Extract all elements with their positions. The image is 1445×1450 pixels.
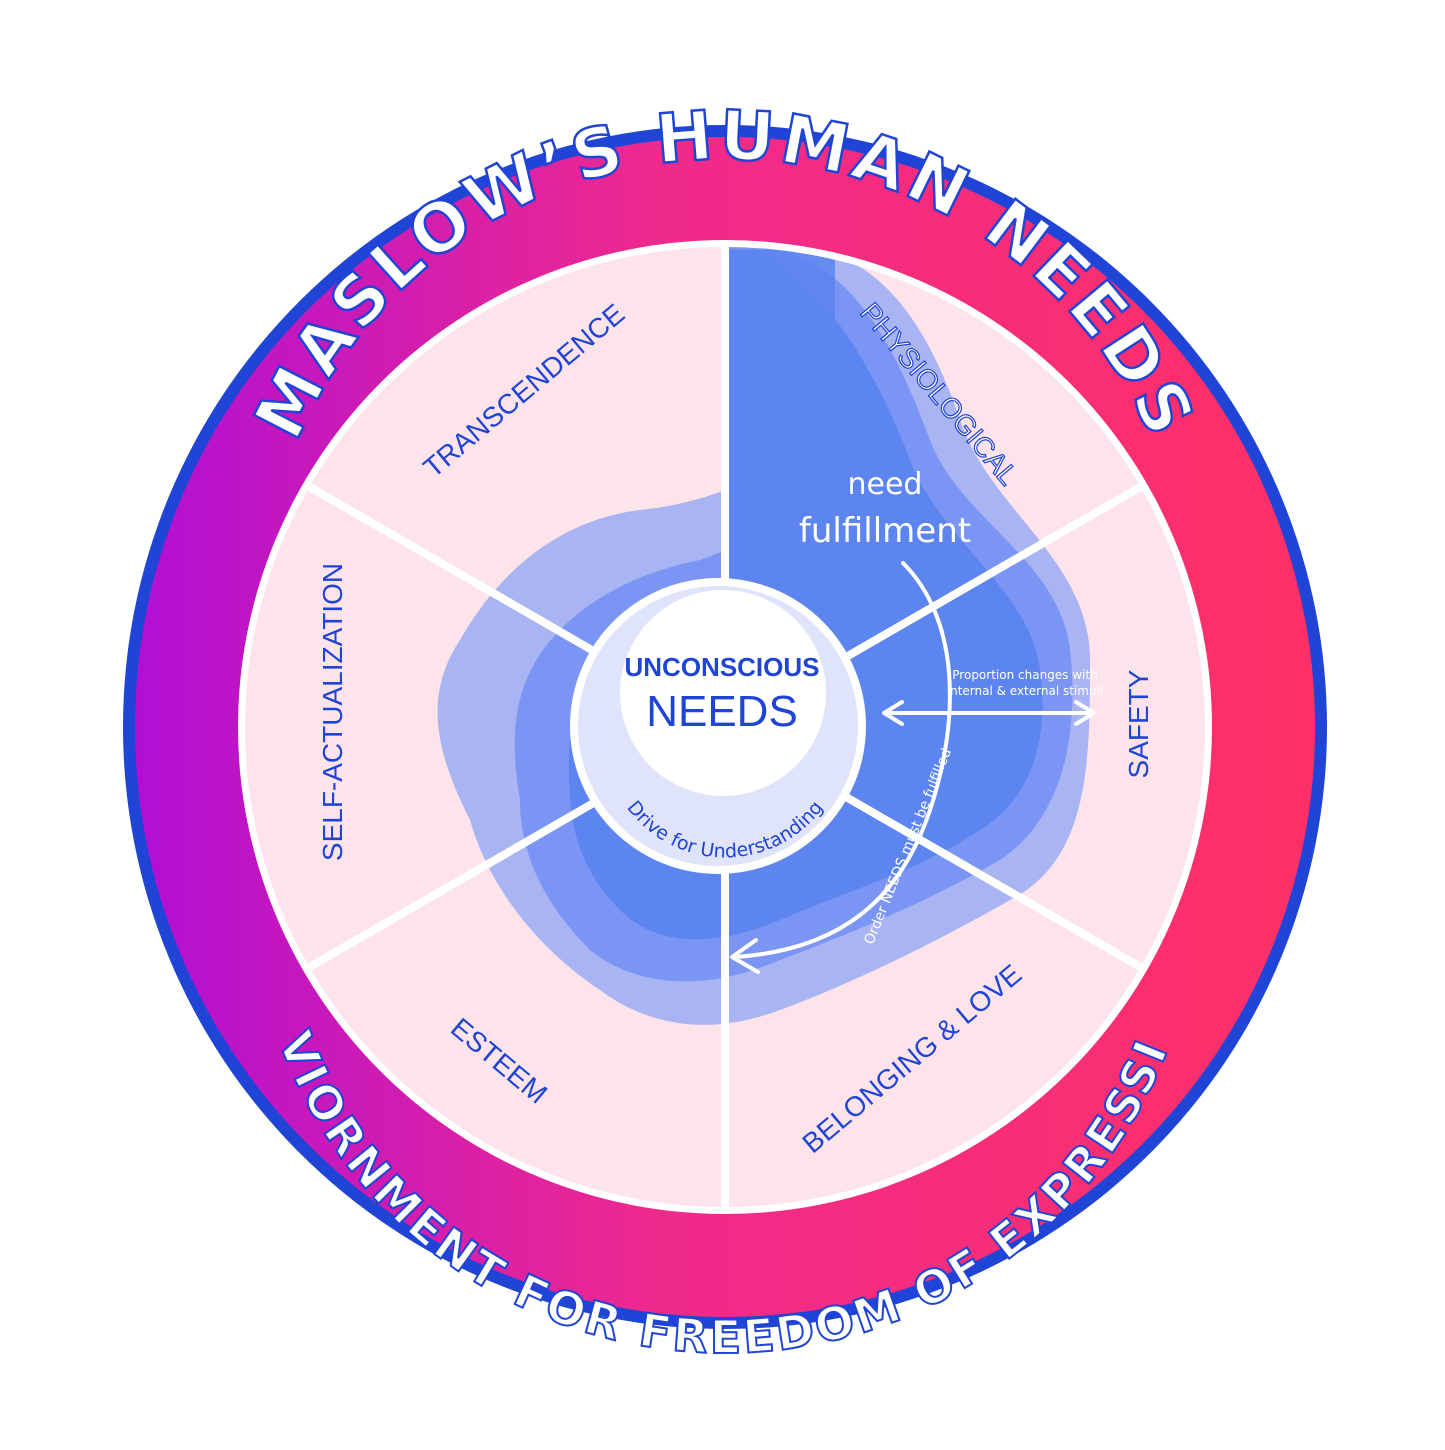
center-subtitle: NEEDS	[646, 687, 798, 736]
physiological-fill	[725, 247, 835, 620]
proportion-line2: internal & external stimuli	[947, 684, 1103, 698]
arrows	[730, 561, 1096, 974]
proportion-line1: Proportion changes with	[952, 668, 1097, 682]
order-arrow-head	[730, 938, 760, 974]
need-fulfillment-line2: fulfillment	[799, 511, 971, 551]
double-arrow-left-head	[882, 700, 904, 726]
segment-label-self-actualization: SELF-ACTUALIZATION	[317, 563, 348, 861]
center-inner-circle	[620, 590, 826, 796]
need-fulfillment-line1: need	[848, 467, 923, 502]
center-title: UNCONSCIOUS	[624, 652, 819, 682]
segment-label-safety: SAFETY	[1123, 669, 1154, 778]
order-curve-arrow	[733, 561, 952, 959]
double-arrow-right-head	[1074, 700, 1096, 726]
